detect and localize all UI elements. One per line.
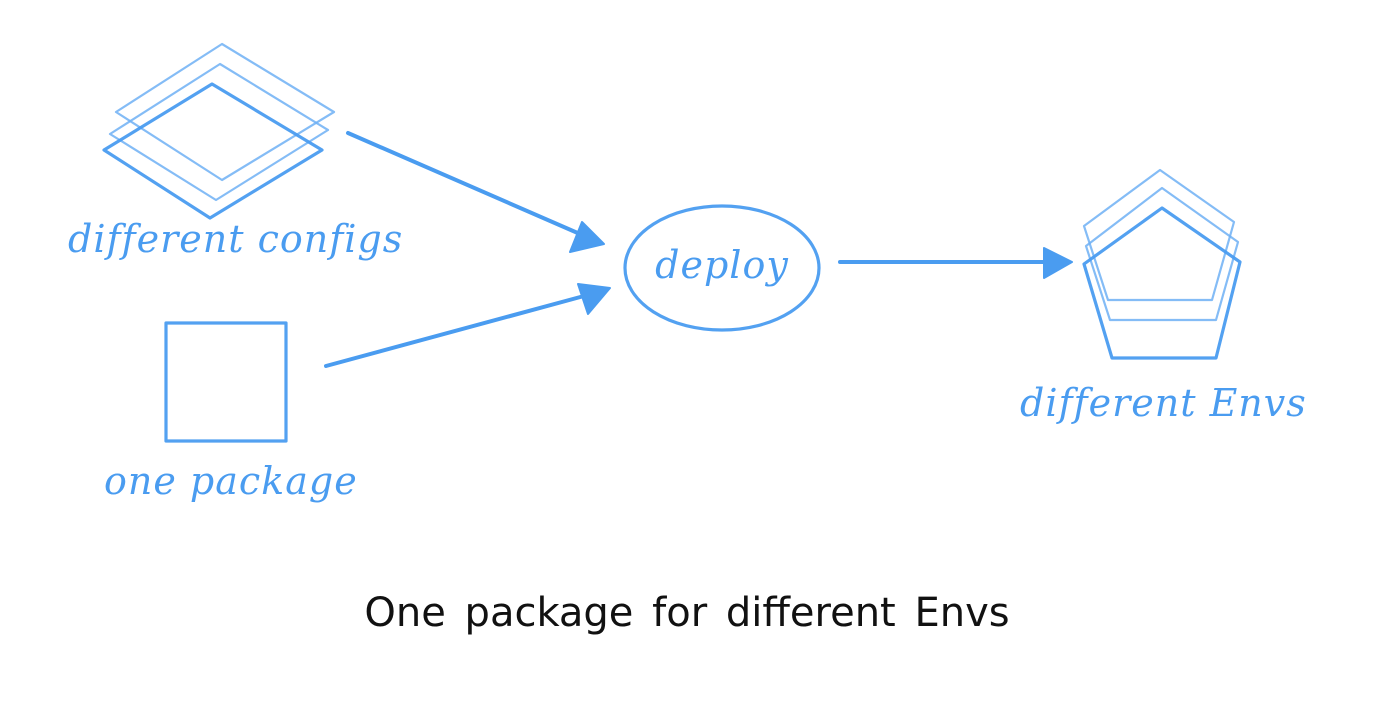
stacked-pentagons-icon [1082, 168, 1242, 360]
envs-label: different Envs [1020, 381, 1307, 425]
configs-label: different configs [68, 217, 403, 261]
arrow-deploy-to-envs [838, 247, 1073, 279]
square-icon [164, 321, 288, 443]
deploy-label: deploy [655, 243, 789, 287]
arrow-configs-to-deploy [346, 131, 605, 253]
deploy-node [623, 204, 821, 332]
package-label: one package [104, 459, 358, 503]
arrow-package-to-deploy [324, 283, 611, 368]
diagram-caption: One package for different Envs [364, 590, 1010, 636]
stacked-diamonds-icon [102, 42, 336, 220]
